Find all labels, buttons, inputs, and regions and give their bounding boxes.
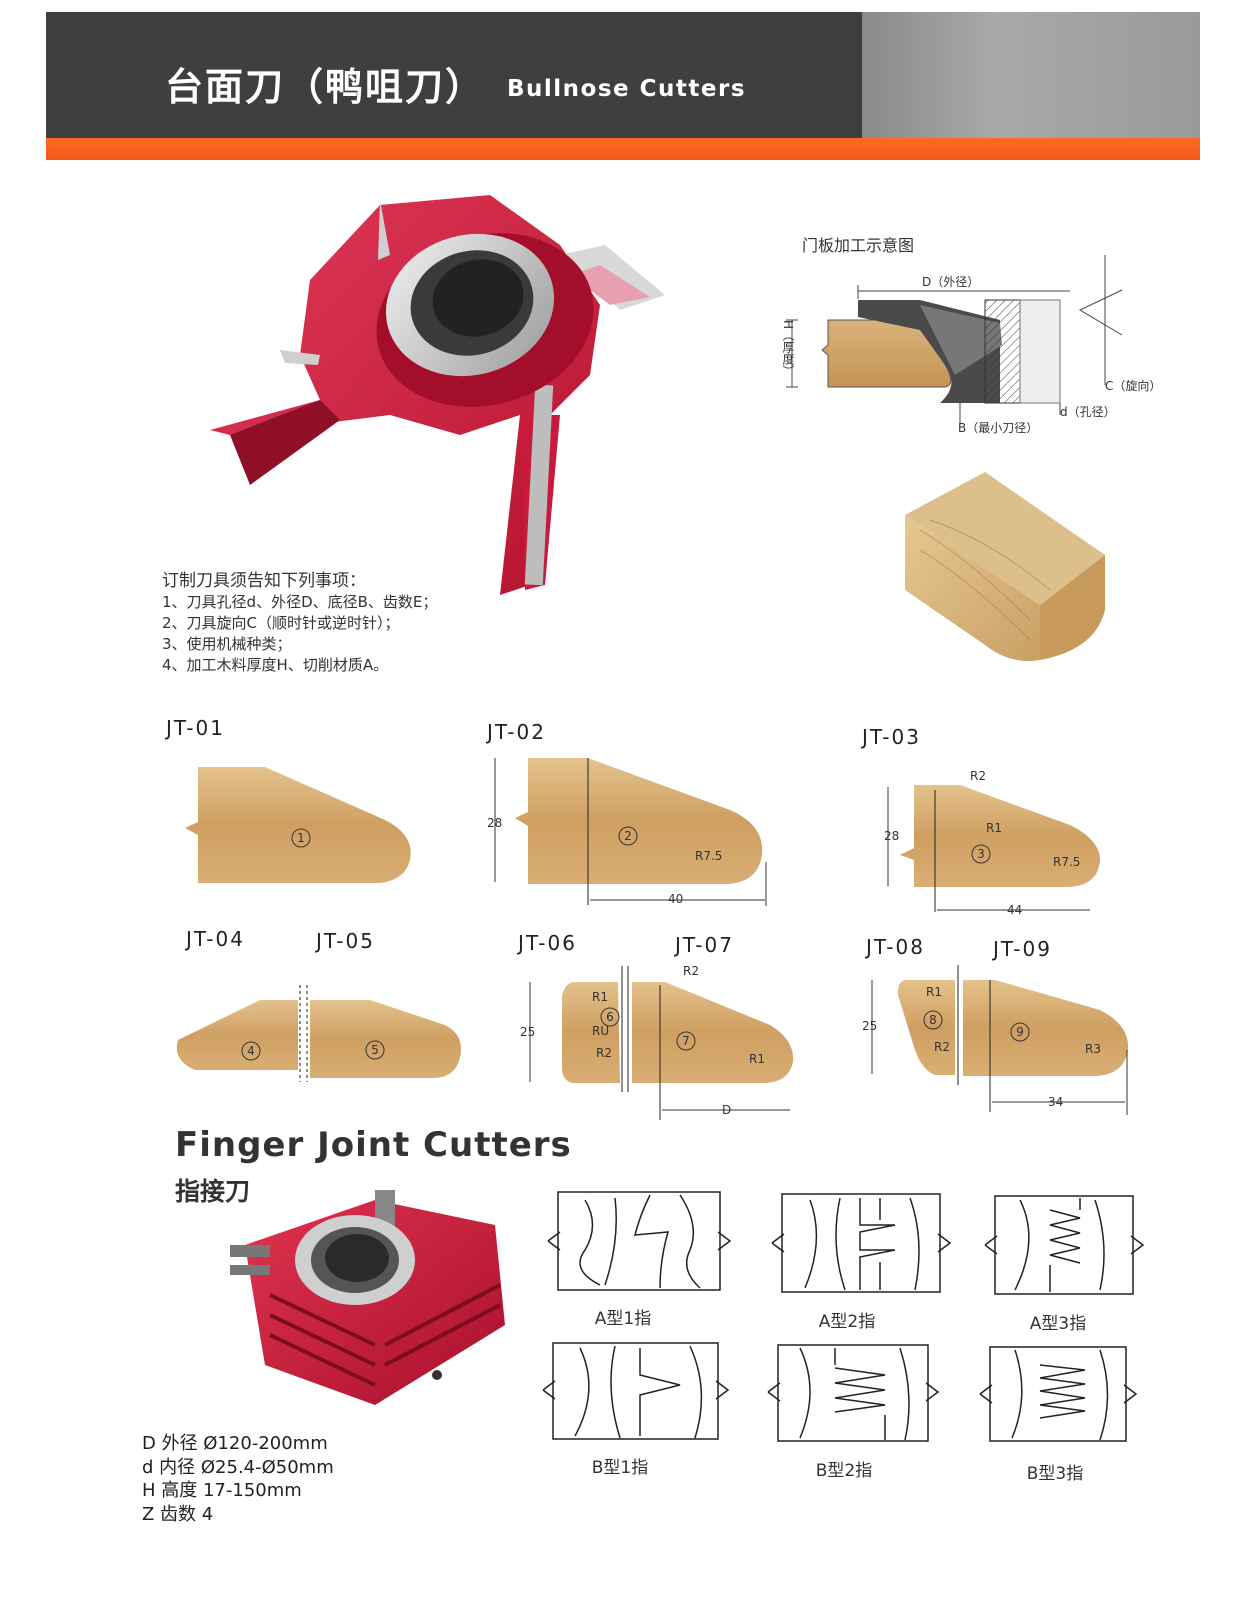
joint-diagram-a3 [984,1195,1145,1295]
header-banner [46,12,1200,160]
profile-jt07 [632,982,794,1083]
dim-label: 28 [487,816,502,830]
profile-code: JT-07 [675,933,734,957]
profile-number: 7 [682,1034,690,1048]
order-note-item: 2、刀具旋向C（顺时针或逆时针）； [162,614,400,632]
joint-type-label: B型3指 [1026,1464,1084,1484]
header-grey-panel [862,12,1200,138]
dim-label: R1 [926,985,942,999]
dim-label: R1 [749,1052,765,1066]
joint-diagram-a1 [547,1191,732,1291]
profile-jt05 [310,1000,461,1078]
profile-code: JT-02 [487,720,546,744]
profile-jt09 [963,980,1129,1076]
order-notes-heading: 订制刀具须告知下列事项： [162,571,366,591]
dim-label: R3 [1085,1042,1101,1056]
joint-diagram-b1 [542,1342,730,1440]
spec-item: Z 齿数 4 [142,1503,214,1525]
diagram-label-B: B（最小刀径） [958,421,1039,435]
spec-item: d 内径 Ø25.4-Ø50mm [142,1456,334,1478]
dim-label: 25 [520,1025,535,1039]
order-note-item: 3、使用机械种类； [162,635,292,653]
dim-label: R2 [596,1046,612,1060]
profile-jt08 [897,980,955,1075]
profile-code: JT-09 [993,937,1052,961]
finger-joint-title-en: Finger Joint Cutters [175,1125,572,1165]
profile-jt02 [515,758,763,884]
joint-diagram-a2 [771,1193,952,1293]
profile-number: 2 [624,829,632,843]
finger-joint-title-zh: 指接刀 [175,1177,251,1206]
joint-type-label: A型1指 [594,1309,652,1329]
profile-jt04 [176,1000,298,1070]
joint-diagram-b3 [979,1346,1138,1442]
profile-code: JT-01 [166,716,225,740]
profile-number: 5 [371,1043,379,1057]
profile-code: JT-05 [316,929,375,953]
profile-code: JT-03 [862,725,921,749]
profile-code: JT-08 [866,935,925,959]
profile-number: 9 [1016,1025,1024,1039]
order-note-item: 1、刀具孔径d、外径D、底径B、齿数E； [162,593,438,611]
dim-label: R2 [970,769,986,783]
profile-code: JT-04 [186,927,245,951]
diagram-label-d: d（孔径） [1060,405,1116,419]
dim-label: R1 [592,990,608,1004]
spec-item: H 高度 17-150mm [142,1480,302,1501]
profile-jt01 [185,767,411,883]
page-title-en: Bullnose Cutters [507,76,747,102]
profile-number: 1 [297,831,305,845]
joint-type-label: A型2指 [818,1312,876,1332]
finger-joint-specs: D 外径 Ø120-200mm d 内径 Ø25.4-Ø50mm H 高度 17… [142,1432,334,1526]
joint-type-label: B型2指 [815,1461,873,1481]
dim-label: 44 [1007,903,1022,917]
dim-label: R2 [683,964,699,978]
dim-label: 25 [862,1019,877,1033]
dim-label: RU [592,1024,609,1038]
dim-label: D [722,1103,731,1117]
dim-label: 40 [668,892,683,906]
order-notes: 订制刀具须告知下列事项： 1、刀具孔径d、外径D、底径B、齿数E； 2、刀具旋向… [162,570,437,676]
page-title-zh: 台面刀（鸭咀刀） [165,65,486,109]
profile-number: 8 [929,1013,937,1027]
finger-joint-cutter-photo-icon [230,1190,505,1405]
header-orange-stripe [46,138,1200,160]
dim-label: 34 [1048,1095,1063,1109]
profile-jt06 [562,982,620,1083]
dim-label: R2 [934,1040,950,1054]
profile-jt03 [900,785,1100,887]
order-note-item: 4、加工木料厚度H、切削材质A。 [162,656,389,674]
joint-type-label: A型3指 [1029,1314,1087,1334]
diagram-label-D: D（外径） [922,275,980,289]
profile-number: 3 [977,847,985,861]
profile-code: JT-06 [518,931,577,955]
wood-block-photo-icon [905,472,1105,661]
dim-label: R1 [986,821,1002,835]
profile-number: 6 [606,1010,614,1024]
joint-diagram-b2 [767,1344,940,1442]
joint-type-label: B型1指 [591,1458,649,1478]
door-panel-diagram [786,255,1123,425]
diagram-label-H: H（厚度） [781,320,795,378]
dim-label: R7.5 [695,849,722,863]
dim-label: R7.5 [1053,855,1080,869]
spec-item: D 外径 Ø120-200mm [142,1433,328,1454]
diagram-title: 门板加工示意图 [802,236,915,255]
bullnose-cutter-photo-icon [210,195,665,595]
profile-number: 4 [247,1044,255,1058]
dim-label: 28 [884,829,899,843]
diagram-label-C: C（旋向） [1105,379,1162,393]
